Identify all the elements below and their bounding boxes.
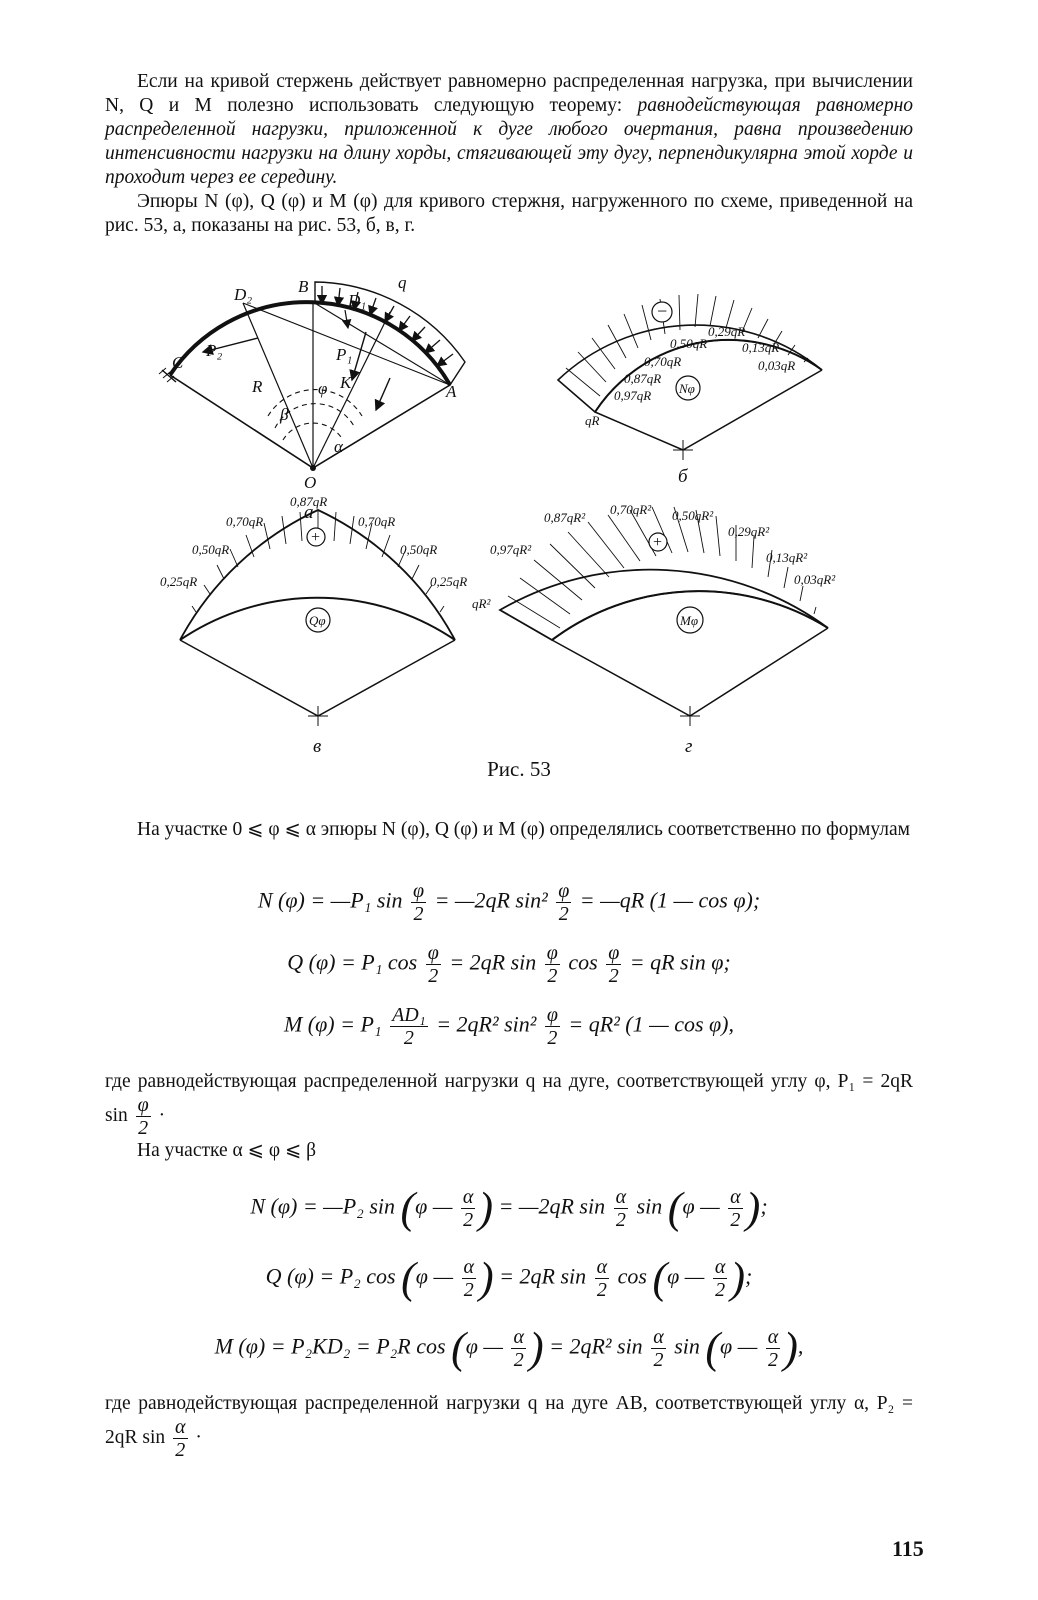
panel-g-labels: + qR² 0,97qR² 0,87qR² 0,70qR² 0,50qR² 0,… bbox=[472, 502, 836, 757]
svg-text:0,50qR²: 0,50qR² bbox=[672, 508, 714, 523]
svg-text:0,87qR: 0,87qR bbox=[290, 494, 327, 509]
svg-text:0,25qR: 0,25qR bbox=[160, 574, 197, 589]
figure-reference: Эпюры N (φ), Q (φ) и M (φ) для кривого с… bbox=[105, 191, 913, 236]
panel-a-labels: B q D₂ D₁ C A O K R P₁ P₂ β φ α а bbox=[172, 273, 457, 523]
svg-text:qR: qR bbox=[585, 413, 600, 428]
svg-text:г: г bbox=[685, 736, 692, 757]
svg-text:0,97qR²: 0,97qR² bbox=[490, 542, 532, 557]
panel-b-labels: − qR 0,97qR 0,87qR 0,70qR 0,50qR 0,29qR … bbox=[585, 301, 795, 487]
svg-text:0,70qR: 0,70qR bbox=[358, 514, 395, 529]
page-number: 115 bbox=[892, 1536, 924, 1561]
svg-text:+: + bbox=[310, 529, 321, 546]
svg-text:0,97qR: 0,97qR bbox=[614, 388, 651, 403]
svg-text:0,50qR: 0,50qR bbox=[400, 542, 437, 557]
svg-text:0,50qR: 0,50qR bbox=[192, 542, 229, 557]
panel-g-M-diagram bbox=[498, 506, 829, 726]
intro-paragraph: Если на кривой стержень действует равном… bbox=[105, 70, 913, 238]
svg-text:A: A bbox=[445, 382, 457, 401]
svg-text:P₂: P₂ bbox=[205, 341, 222, 360]
svg-text:qR²: qR² bbox=[472, 596, 491, 611]
svg-text:−: − bbox=[656, 301, 668, 321]
svg-text:B: B bbox=[298, 277, 309, 296]
svg-text:R: R bbox=[251, 377, 263, 396]
figure-caption: Рис. 53 bbox=[487, 757, 551, 781]
section-intro-1: На участке 0 ⩽ φ ⩽ α эпюры N (φ), Q (φ) … bbox=[137, 819, 910, 840]
panel-g-hatching bbox=[507, 506, 817, 629]
svg-text:φ: φ bbox=[318, 379, 327, 398]
svg-text:D₁: D₁ bbox=[347, 291, 366, 310]
svg-text:0,13qR²: 0,13qR² bbox=[766, 550, 808, 565]
svg-text:б: б bbox=[678, 466, 689, 487]
svg-text:0,13qR: 0,13qR bbox=[742, 340, 779, 355]
resultant-note-2: где равнодействующая распределенной нагр… bbox=[105, 1393, 913, 1461]
svg-text:0,87qR²: 0,87qR² bbox=[544, 510, 586, 525]
panel-v-labels: + 0,25qR 0,50qR 0,70qR 0,87qR 0,70qR 0,5… bbox=[160, 494, 467, 757]
panel-v-Q-diagram bbox=[179, 509, 456, 726]
svg-text:а: а bbox=[304, 502, 314, 523]
svg-text:0,29qR²: 0,29qR² bbox=[728, 524, 770, 539]
svg-text:α: α bbox=[334, 437, 344, 456]
svg-text:0,87qR: 0,87qR bbox=[624, 371, 661, 386]
panel-b-hatching bbox=[565, 293, 809, 397]
panel-a-loading-scheme bbox=[158, 281, 466, 471]
svg-text:K: K bbox=[339, 373, 353, 392]
svg-text:0,70qR: 0,70qR bbox=[226, 514, 263, 529]
svg-text:O: O bbox=[304, 473, 316, 492]
svg-text:0,50qR: 0,50qR bbox=[670, 336, 707, 351]
svg-text:+: + bbox=[652, 534, 663, 551]
resultant-note-1: где равнодействующая распределенной нагр… bbox=[105, 1071, 913, 1161]
svg-text:Mφ: Mφ bbox=[679, 613, 698, 628]
svg-text:P₁: P₁ bbox=[335, 345, 352, 364]
svg-text:q: q bbox=[398, 273, 407, 292]
svg-text:β: β bbox=[279, 405, 289, 424]
svg-text:C: C bbox=[172, 353, 184, 372]
svg-text:Nφ: Nφ bbox=[678, 381, 695, 396]
svg-text:D₂: D₂ bbox=[233, 285, 252, 304]
svg-text:0,03qR²: 0,03qR² bbox=[794, 572, 836, 587]
theorem-intro: Если на кривой стержень действует равном… bbox=[105, 71, 913, 116]
svg-text:0,70qR: 0,70qR bbox=[644, 354, 681, 369]
svg-text:в: в bbox=[313, 736, 321, 757]
svg-text:0,29qR: 0,29qR bbox=[708, 324, 745, 339]
svg-text:Qφ: Qφ bbox=[309, 613, 326, 628]
theorem-statement: равнодействующая равномерно распределенн… bbox=[105, 95, 913, 188]
figure-53: B q D₂ D₁ C A O K R P₁ P₂ β φ α а bbox=[158, 273, 836, 757]
panel-b-N-diagram bbox=[556, 293, 823, 460]
svg-text:0,25qR: 0,25qR bbox=[430, 574, 467, 589]
svg-text:0,03qR: 0,03qR bbox=[758, 358, 795, 373]
svg-text:0,70qR²: 0,70qR² bbox=[610, 502, 652, 517]
